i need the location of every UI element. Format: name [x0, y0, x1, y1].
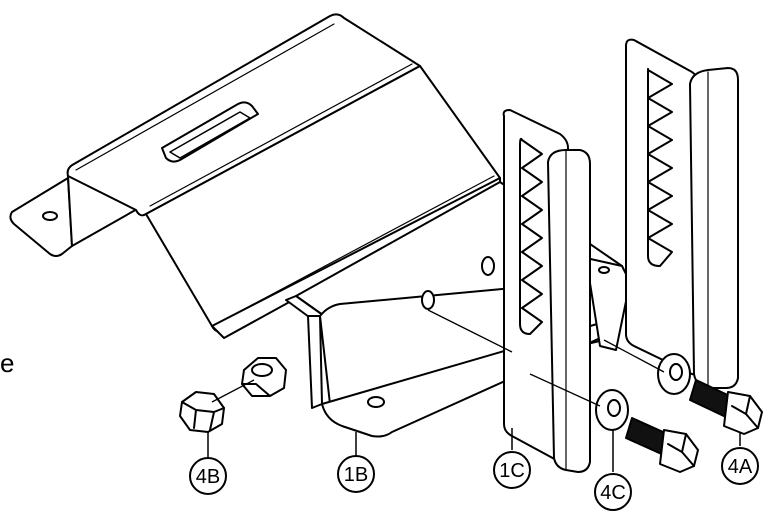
callout-label: 1C	[499, 460, 525, 482]
top-mounting-bracket	[9, 13, 501, 339]
callout-label: 4B	[196, 466, 220, 488]
bolt-4a	[689, 379, 763, 435]
callout-1c: 1C	[493, 451, 531, 489]
callout-4a: 4A	[721, 447, 759, 485]
washer-4c	[595, 389, 629, 431]
callout-label: 1B	[344, 464, 368, 486]
callout-4c: 4C	[594, 473, 632, 511]
adjustable-plate-rear	[625, 38, 739, 389]
callout-1b: 1B	[337, 455, 375, 493]
callout-label: 4A	[728, 456, 753, 478]
leader-lines	[207, 428, 741, 472]
washer-rear	[657, 353, 691, 395]
callout-label: 4C	[600, 482, 626, 504]
bolt-4c	[625, 417, 699, 473]
hex-nut-4b	[179, 391, 225, 433]
cropped-text-fragment: e	[0, 348, 14, 378]
adjustable-plate-1c	[502, 109, 591, 473]
assembly-axis-lines	[211, 309, 665, 407]
hex-nut-rear	[241, 357, 287, 397]
callout-4b: 4B	[189, 457, 227, 495]
